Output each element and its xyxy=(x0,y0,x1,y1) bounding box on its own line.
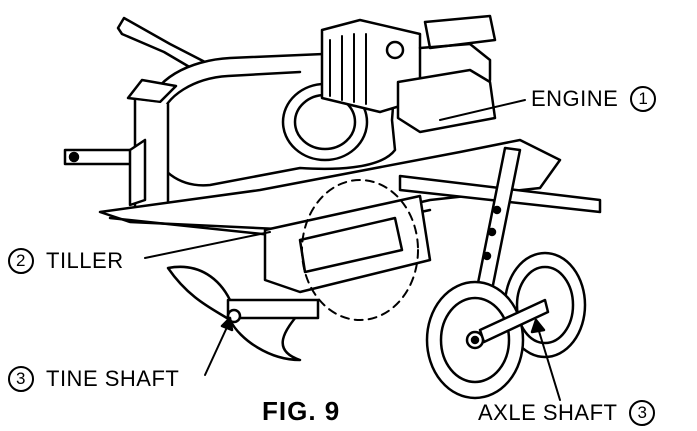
axle-shaft-label: AXLE SHAFT xyxy=(478,400,618,425)
engine-number-badge: 1 xyxy=(630,86,657,112)
axle-shaft-bar xyxy=(478,298,550,344)
engine-label: ENGINE xyxy=(531,86,619,111)
fuel-tank xyxy=(423,14,497,50)
tiller-label: TILLER xyxy=(46,248,124,273)
tine-shaft-label: TINE SHAFT xyxy=(46,366,180,391)
tine-path xyxy=(301,179,419,321)
tine-shaft-arrow xyxy=(220,316,234,332)
left-bracket xyxy=(126,78,178,104)
tiller-callout: 2 TILLER xyxy=(8,248,124,274)
tiller-leader xyxy=(144,231,271,259)
frame-deck xyxy=(98,138,562,232)
engine-leader xyxy=(439,99,526,121)
axle-shaft-leader xyxy=(537,327,561,401)
tiller-number-badge: 2 xyxy=(8,248,34,274)
tine-shaft-bar xyxy=(226,298,320,320)
tine-shaft-leader xyxy=(204,324,229,376)
air-filter xyxy=(396,68,497,134)
engine-callout: ENGINE 1 xyxy=(531,86,657,112)
axle-shaft-arrow xyxy=(530,318,546,334)
figure-caption: FIG. 9 xyxy=(262,396,341,426)
axle-shaft-callout: AXLE SHAFT 3 xyxy=(478,400,656,426)
tine-shaft-callout: 3 TINE SHAFT xyxy=(8,366,179,392)
axle-shaft-number-badge: 3 xyxy=(629,400,656,426)
tine-shaft-number-badge: 3 xyxy=(8,366,34,392)
